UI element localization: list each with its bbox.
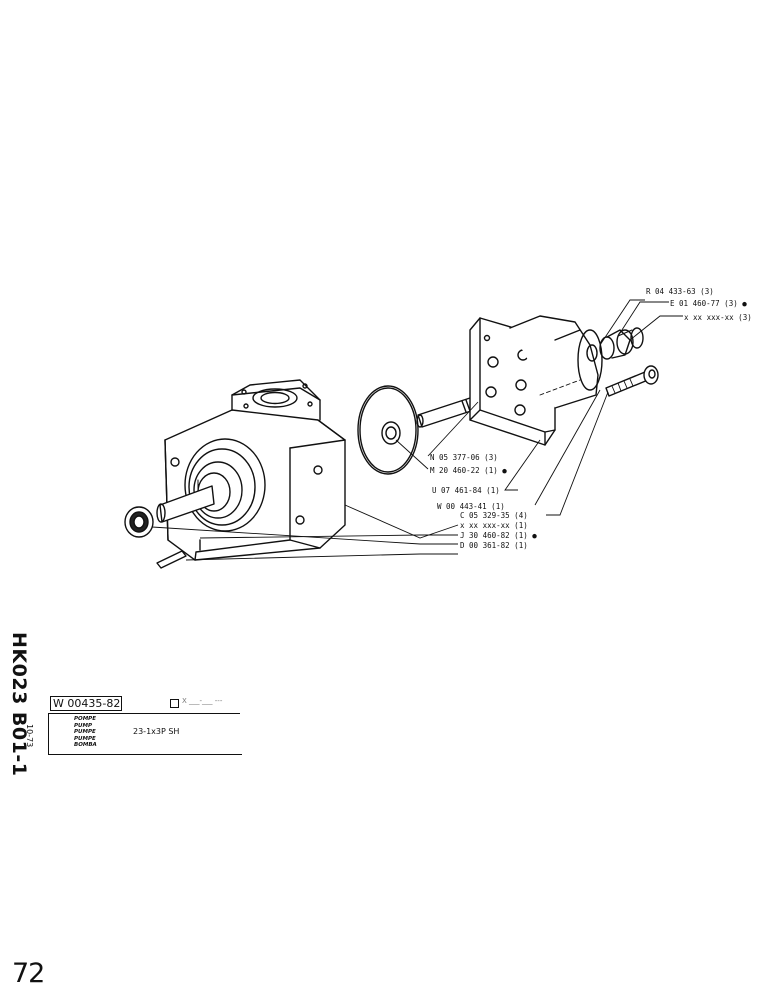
gasket-disk [357,385,419,475]
check-value: X ___-___ --- [182,697,223,705]
sheet-date: 10-73 [25,724,34,748]
check-box [170,699,179,708]
callout-w00443: W 00 443-41 (1) [437,502,505,511]
callout-d00361: D 00 361-82 (1) [460,541,528,550]
callout-n05377: N 05 377-06 (3) [430,453,498,462]
title-rule-top [48,713,240,714]
callout-r04433: R 04 433-63 (3) [646,287,714,296]
part-name-list: POMPE PUMP PUMPE PUMPE BOMBA [74,716,97,749]
part-name-de: PUMPE [74,729,96,735]
callout-xxx-top: x xx xxx-xx (3) [684,313,752,322]
callout-u07461: U 07 461-84 (1) [432,486,500,495]
callout-xxx-mid: x xx xxx-xx (1) [460,521,528,530]
cap-screw [605,365,659,397]
part-name-en: PUMP [74,722,93,729]
part-number: W 00435-82 [50,696,122,711]
model-designation: 23-1x3P SH [133,727,180,736]
title-rule-left [48,713,49,754]
callout-c05329: C 05 329-35 (4) [460,511,528,520]
sheet-code: HK023 B01-1 [8,632,30,777]
callout-j30460: J 30 460-82 (1) ● [460,531,537,540]
page-number: 72 [12,958,45,989]
part-name-es: BOMBA [74,742,97,748]
callout-m20460: M 20 460-22 (1) ● [430,466,507,475]
hydraulic-fitting [586,327,644,362]
callout-e01460: E 01 460-77 (3) ● [670,299,747,308]
shaft-key [156,550,187,569]
shaft-seal [124,506,154,538]
title-rule-bottom [48,754,242,755]
pump-housing [164,379,346,561]
part-name-nl: PUMPE [74,735,96,742]
drive-shaft [156,485,215,523]
part-name-fr: POMPE [74,716,96,722]
